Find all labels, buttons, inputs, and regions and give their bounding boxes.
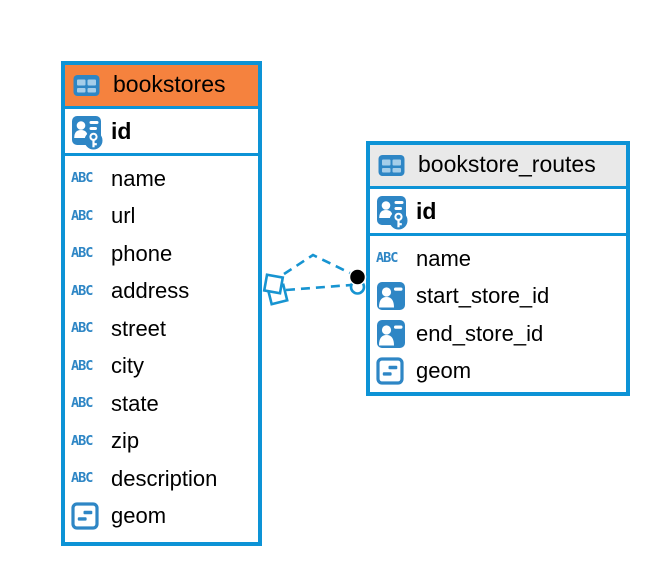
text-type-icon: ABC [71,170,103,186]
abc-glyph: ABC [71,432,93,449]
column-row-name[interactable]: ABC name [65,160,258,198]
column-label: zip [111,428,140,454]
text-type-icon: ABC [71,432,103,449]
abc-glyph: ABC [71,470,93,486]
column-row-end_store_id[interactable]: end_store_id [370,315,626,353]
column-label: name [111,165,167,191]
abc-glyph: ABC [71,282,93,299]
text-type-icon: ABC [71,395,103,411]
column-row-geom[interactable]: geom [65,498,258,536]
abc-glyph: ABC [71,170,93,186]
column-row-description[interactable]: ABC description [65,460,258,498]
table-header-bookstore_routes[interactable]: bookstore_routes [370,145,626,189]
column-label: geom [111,503,167,529]
text-type-icon: ABC [71,320,103,336]
column-label: phone [111,240,173,266]
column-label: id [111,117,132,144]
geometry-type-icon [376,357,408,385]
column-row-url[interactable]: ABC url [65,198,258,236]
column-row-city[interactable]: ABC city [65,348,258,386]
abc-glyph: ABC [71,207,93,224]
abc-glyph: ABC [376,250,398,266]
text-type-icon: ABC [376,250,408,266]
column-row-zip[interactable]: ABC zip [65,423,258,461]
column-label: url [111,203,136,229]
primary-key-icon [71,113,103,150]
relationship-line-fk-end_store_id-to-bookstores-id[interactable] [285,283,352,292]
primary-key-row-id[interactable]: id [370,189,626,236]
column-label: description [111,465,218,491]
column-label: id [416,197,437,224]
column-label: address [111,278,190,304]
relationship-many-end-diamond-1[interactable] [262,273,285,295]
table-header-bookstores[interactable]: bookstores [65,65,258,109]
column-label: end_store_id [416,320,544,346]
abc-glyph: ABC [71,245,93,261]
text-type-icon: ABC [71,282,103,299]
column-row-state[interactable]: ABC state [65,385,258,423]
column-label: start_store_id [416,283,550,309]
column-row-street[interactable]: ABC street [65,310,258,348]
text-type-icon: ABC [71,470,103,486]
column-row-geom[interactable]: geom [370,353,626,391]
text-type-icon: ABC [71,245,103,261]
column-label: street [111,315,167,341]
foreign-key-icon [376,319,408,349]
abc-glyph: ABC [71,357,93,374]
table-title: bookstore_routes [418,151,596,177]
relationship-one-end-dot-selected[interactable] [348,268,367,286]
column-row-name[interactable]: ABC name [370,240,626,278]
foreign-key-icon [376,281,408,311]
geometry-type-icon [71,502,103,530]
table-title: bookstores [113,71,226,97]
column-label: name [416,245,472,271]
table-icon [72,73,104,98]
column-row-address[interactable]: ABC address [65,273,258,311]
column-label: geom [416,358,472,384]
text-type-icon: ABC [71,207,103,224]
column-label: state [111,390,159,416]
relationship-line-fk-start_store_id-to-bookstores-id[interactable] [283,253,355,277]
column-row-phone[interactable]: ABC phone [65,235,258,273]
column-label: city [111,353,144,379]
columns-list: ABC name start_store_id end_store_id geom [370,236,626,392]
table-icon [377,153,409,178]
abc-glyph: ABC [71,395,93,411]
column-row-start_store_id[interactable]: start_store_id [370,278,626,316]
text-type-icon: ABC [71,357,103,374]
primary-key-icon [376,193,408,230]
abc-glyph: ABC [71,320,93,336]
primary-key-row-id[interactable]: id [65,109,258,156]
